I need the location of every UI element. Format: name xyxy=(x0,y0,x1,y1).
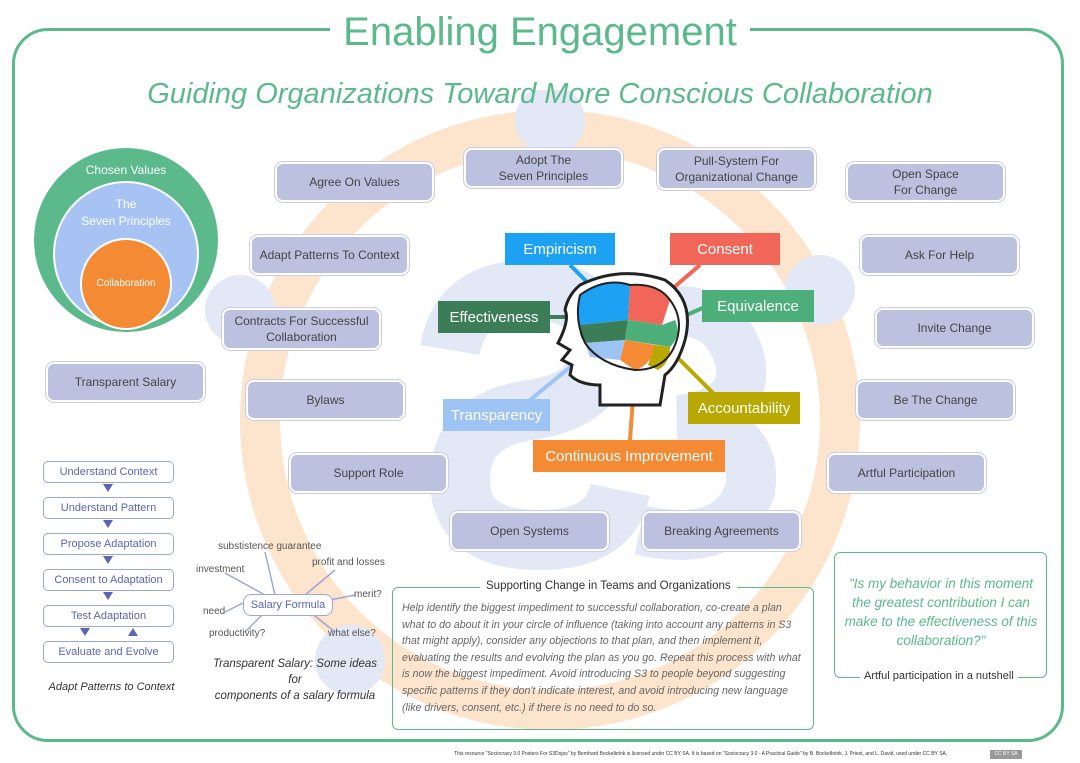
salary-word-what-else: what else? xyxy=(328,628,376,639)
flow-step-6: Evaluate and Evolve xyxy=(43,641,174,663)
pattern-invite-change: Invite Change xyxy=(875,308,1034,348)
flow-arrow-down-icon xyxy=(103,556,113,564)
principle-equivalence: Equivalence xyxy=(702,290,814,322)
pattern-contracts: Contracts For Successful Collaboration xyxy=(222,308,381,350)
pattern-support-role: Support Role xyxy=(289,453,448,493)
salary-word-need: need xyxy=(203,606,226,617)
flow-caption: Adapt Patterns to Context xyxy=(48,681,175,693)
flow-arrow-down-icon xyxy=(103,520,113,528)
salary-caption: Transparent Salary: Some ideas for compo… xyxy=(212,658,378,702)
page-subtitle: Guiding Organizations Toward More Consci… xyxy=(147,78,933,110)
pattern-breaking-agreements: Breaking Agreements xyxy=(642,511,801,551)
salary-word-subsistence: substistence guarantee xyxy=(218,541,322,552)
pattern-pull-system: Pull-System For Organizational Change xyxy=(657,148,816,190)
pattern-adapt-patterns: Adapt Patterns To Context xyxy=(250,235,409,275)
quote-caption: Artful participation in a nutshell xyxy=(860,670,1018,682)
pattern-artful-participation: Artful Participation xyxy=(827,453,986,493)
quote-text: "Is my behavior in this moment the great… xyxy=(844,576,1038,648)
pattern-ask-for-help: Ask For Help xyxy=(860,235,1019,275)
brain-diagram xyxy=(528,263,717,441)
seven-principles-label: The Seven Principles xyxy=(81,197,171,228)
flow-step-2: Understand Pattern xyxy=(43,497,174,519)
cc-license-badge: CC BY SA xyxy=(990,750,1022,759)
supporting-change-heading: Supporting Change in Teams and Organizat… xyxy=(480,580,737,592)
flow-step-5: Test Adaptation xyxy=(43,605,174,627)
flow-step-1: Understand Context xyxy=(43,461,174,483)
salary-word-merit: merit? xyxy=(354,589,382,600)
flow-step-4: Consent to Adaptation xyxy=(43,569,174,591)
principle-continuous-improvement: Continuous Improvement xyxy=(533,440,725,472)
flow-step-3: Propose Adaptation xyxy=(43,533,174,555)
pattern-open-space: Open Space For Change xyxy=(846,162,1005,202)
footer-license: This resource "Sociocracy 3.0 Posters Fo… xyxy=(454,751,948,757)
brain-green xyxy=(625,320,678,347)
pattern-be-the-change: Be The Change xyxy=(856,380,1015,420)
flow-arrow-down-icon xyxy=(103,592,113,600)
pattern-agree-on-values: Agree On Values xyxy=(275,162,434,202)
flow-arrow-down-icon xyxy=(103,484,113,492)
salary-word-profit: profit and losses xyxy=(312,557,385,568)
flow-arrow-up-icon xyxy=(128,628,138,636)
collaboration-label: Collaboration xyxy=(96,278,156,289)
brain-yellow xyxy=(648,345,670,370)
principle-effectiveness: Effectiveness xyxy=(438,301,550,333)
supporting-change-body: Help identify the biggest impediment to … xyxy=(402,602,801,714)
principle-transparency: Transparency xyxy=(443,399,550,431)
brain-outline xyxy=(576,281,680,372)
principle-empiricism: Empiricism xyxy=(505,233,615,265)
principle-consent: Consent xyxy=(670,233,780,265)
flow-arrow-down-icon xyxy=(80,628,90,636)
salary-formula-node: Salary Formula xyxy=(243,594,333,616)
brain-green-dark xyxy=(579,320,628,343)
brain-blue xyxy=(577,282,630,325)
collaboration-circle xyxy=(80,238,172,330)
pattern-open-systems: Open Systems xyxy=(450,511,609,551)
brain-orange xyxy=(620,340,655,370)
brain-red xyxy=(628,284,670,325)
salary-word-investment: investment xyxy=(196,564,245,575)
page-title: Enabling Engagement xyxy=(330,8,750,58)
salary-word-productivity: productivity? xyxy=(209,628,266,639)
chosen-values-label: Chosen Values xyxy=(85,163,167,177)
principle-accountability: Accountability xyxy=(688,392,800,424)
pattern-bylaws: Bylaws xyxy=(246,380,405,420)
pattern-adopt-principles: Adopt The Seven Principles xyxy=(464,148,623,188)
pattern-transparent-salary: Transparent Salary xyxy=(46,362,205,402)
